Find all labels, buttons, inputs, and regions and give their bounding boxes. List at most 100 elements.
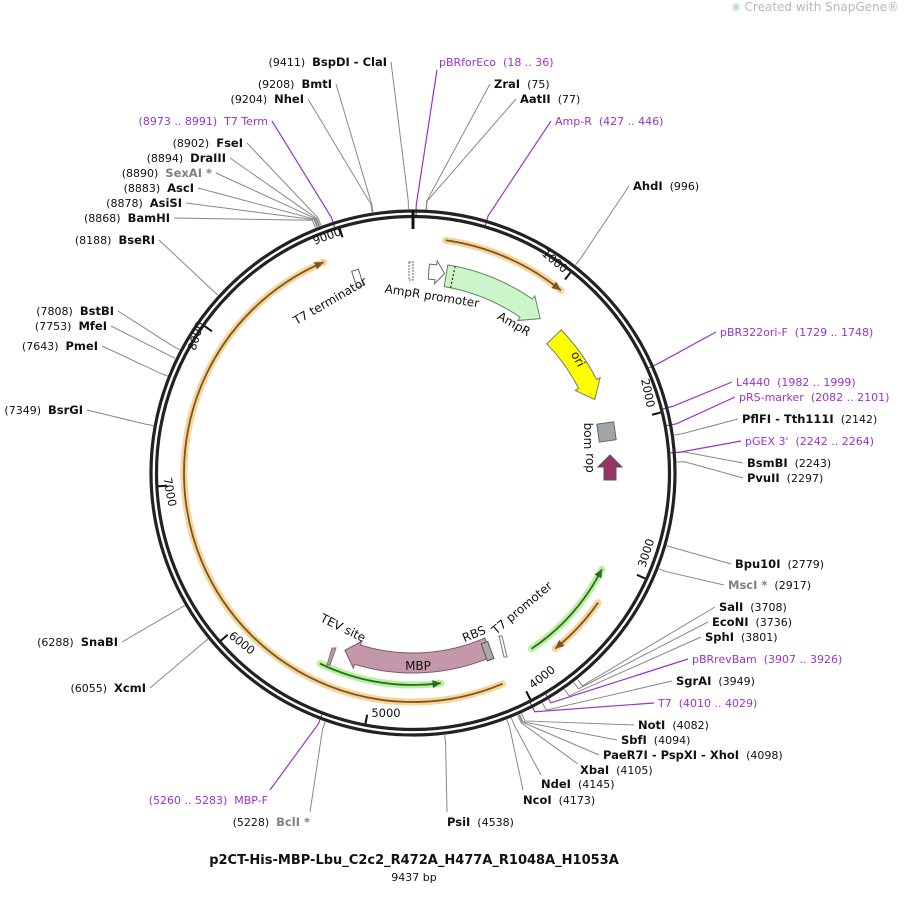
tick-mark (220, 634, 229, 642)
primer-label-pgex3[interactable]: pGEX 3' (2242 .. 2264) (745, 435, 874, 448)
leader-line-pbr322ori (648, 331, 717, 369)
site-label-zrai[interactable]: ZraI (75) (494, 77, 550, 91)
site-label-ahdi[interactable]: AhdI (996) (633, 179, 699, 193)
name: BsrGI (48, 403, 83, 417)
primer-label-pbrrevbam[interactable]: pBRrevBam (3907 .. 3926) (692, 653, 842, 666)
site-label-bmti[interactable]: (9208) BmtI (258, 77, 332, 91)
site-label-bseri[interactable]: (8188) BseRI (75, 233, 155, 247)
name: PaeR7I - PspXI - XhoI (603, 748, 739, 762)
position: (8894) (147, 152, 184, 165)
feature-label-bom[interactable]: bom (581, 423, 595, 450)
site-label-bamhi[interactable]: (8868) BamHI (84, 211, 170, 225)
primer-label-t7term[interactable]: (8973 .. 8991) T7 Term (139, 115, 268, 128)
site-label-bpu10i[interactable]: Bpu10I (2779) (735, 557, 824, 571)
position: (4098) (746, 749, 783, 762)
feature-label-t7-terminator[interactable]: T7 terminator (290, 274, 369, 328)
site-label-noti[interactable]: NotI (4082) (638, 718, 709, 732)
primer-label-ampr_p[interactable]: Amp-R (427 .. 446) (555, 115, 663, 128)
site-label-sexai[interactable]: (8890) SexAI * (122, 166, 212, 180)
leader-line-mbpf (269, 714, 323, 791)
name: SbfI (621, 733, 647, 747)
primer-label-mbpf[interactable]: (5260 .. 5283) MBP-F (149, 794, 268, 807)
site-label-pvuii[interactable]: PvuII (2297) (747, 471, 823, 485)
site-label-xcmi[interactable]: (6055) XcmI (70, 681, 146, 695)
leader-line-asci (197, 187, 319, 227)
tick-label: 2000 (638, 377, 658, 409)
site-label-snabi[interactable]: (6288) SnaBI (37, 635, 118, 649)
site-label-xhoi[interactable]: PaeR7I - PspXI - XhoI (4098) (603, 748, 783, 762)
orf-arrow-5 (319, 662, 441, 686)
position: (996) (670, 180, 700, 193)
snapgene-logo-icon: ❄ (731, 1, 741, 14)
position: (8902) (173, 137, 210, 150)
ori-arrow (546, 329, 601, 401)
name: BstBI (80, 304, 114, 318)
site-label-pflfi[interactable]: PflFI - Tth111I (2142) (742, 412, 877, 426)
site-label-psii[interactable]: PsiI (4538) (447, 815, 514, 829)
site-label-pmei[interactable]: (7643) PmeI (22, 339, 98, 353)
feature-label-ori[interactable]: ori (568, 349, 588, 369)
t7-promoter-arrow (498, 635, 508, 658)
ampr-promoter-arrow (427, 259, 446, 286)
primer-label-pbr322ori[interactable]: pBR322ori-F (1729 .. 1748) (720, 326, 873, 339)
site-label-fsei[interactable]: (8902) FseI (173, 136, 243, 150)
site-label-sgrai[interactable]: SgrAI (3949) (676, 674, 755, 688)
name: MBP-F (234, 794, 268, 807)
feature-label-rop[interactable]: rop (583, 453, 597, 473)
site-label-ndei[interactable]: NdeI (4145) (541, 777, 615, 791)
position: (4173) (559, 794, 596, 807)
position: (4105) (616, 764, 653, 777)
leader-line-l4440 (662, 381, 733, 410)
feature-label-tev-site[interactable]: TEV site (317, 611, 368, 645)
primer-label-prs[interactable]: pRS-marker (2082 .. 2101) (739, 391, 889, 404)
feature-label-t7-promoter[interactable]: T7 promoter (488, 579, 555, 638)
position: (9208) (258, 78, 295, 91)
name: NdeI (541, 777, 571, 791)
position: (2082 .. 2101) (811, 391, 890, 404)
position: (8883) (124, 182, 161, 195)
site-leader-lines (86, 61, 744, 813)
position: (4538) (477, 816, 514, 829)
credit-prefix: Created with (744, 0, 822, 14)
leader-line-msci (658, 568, 725, 586)
name: pRS-marker (739, 391, 804, 404)
leader-line-noti (521, 713, 635, 726)
site-label-mfei[interactable]: (7753) MfeI (35, 319, 107, 333)
position: (5260 .. 5283) (149, 794, 228, 807)
position: (7349) (4, 404, 41, 417)
site-label-asisi[interactable]: (8878) AsiSI (106, 196, 182, 210)
site-label-econi[interactable]: EcoNI (3736) (712, 615, 792, 629)
site-label-ncoi[interactable]: NcoI (4173) (523, 793, 595, 807)
primer-label-t7[interactable]: T7 (4010 .. 4029) (657, 697, 757, 710)
tick-mark (636, 573, 646, 580)
site-label-msci[interactable]: MscI * (2917) (728, 578, 811, 592)
primer-label-pbrforeco[interactable]: pBRforEco (18 .. 36) (439, 56, 554, 69)
feature-label-mbp[interactable]: MBP (405, 659, 431, 673)
leader-line-draiii (229, 157, 321, 227)
site-label-sali[interactable]: SalI (3708) (719, 600, 787, 614)
leader-line-psii (444, 735, 448, 813)
leader-line-sbfi (519, 714, 618, 741)
name: MscI * (728, 578, 767, 592)
site-label-nhei[interactable]: (9204) NheI (231, 92, 304, 106)
tick-label: 8000 (185, 320, 207, 352)
site-label-aatii[interactable]: AatII (77) (520, 92, 580, 106)
position: (8188) (75, 234, 112, 247)
feature-layer (180, 236, 624, 706)
site-label-draiii[interactable]: (8894) DraIII (147, 151, 226, 165)
site-label-xbai[interactable]: XbaI (4105) (580, 763, 653, 777)
site-label-bspdi_clai[interactable]: (9411) BspDI - ClaI (269, 55, 387, 69)
site-label-bsmbi[interactable]: BsmBI (2243) (747, 456, 831, 470)
site-label-bsrgi[interactable]: (7349) BsrGI (4, 403, 83, 417)
leader-line-xcmi (149, 638, 209, 689)
leader-line-bseri (158, 239, 219, 296)
leader-line-xhoi (518, 714, 600, 756)
site-label-bstbi[interactable]: (7808) BstBI (36, 304, 114, 318)
leader-line-ampr_p (484, 120, 552, 226)
name: AatII (520, 92, 551, 106)
site-label-asci[interactable]: (8883) AscI (124, 181, 194, 195)
site-label-bcli[interactable]: (5228) BclI * (233, 815, 310, 829)
site-label-sphi[interactable]: SphI (3801) (705, 630, 778, 644)
site-label-sbfi[interactable]: SbfI (4094) (621, 733, 690, 747)
primer-label-l4440[interactable]: L4440 (1982 .. 1999) (736, 376, 856, 389)
